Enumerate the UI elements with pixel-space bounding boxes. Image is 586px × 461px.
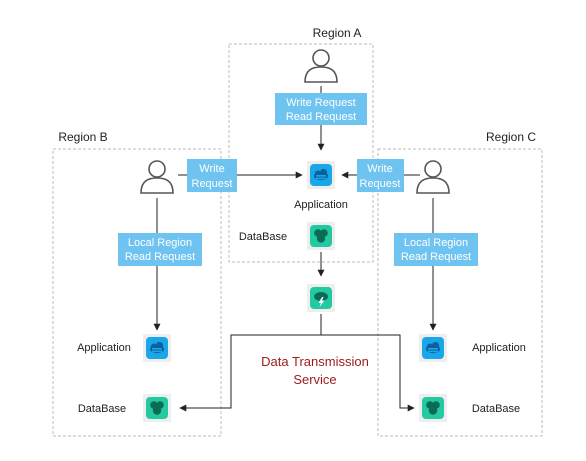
- region-b-application-label: Application: [77, 342, 131, 354]
- region-c-read-line1: Local Region: [404, 237, 468, 249]
- user-icon: [140, 160, 174, 194]
- region-a-label: Region A: [313, 26, 362, 40]
- region-a-database-label: DataBase: [239, 231, 287, 243]
- region-c-write-line2: Request: [360, 178, 401, 190]
- region-b-database-label: DataBase: [78, 403, 126, 415]
- region-b-label: Region B: [58, 130, 107, 144]
- region-c-database-label: DataBase: [472, 403, 520, 415]
- application-icon: [419, 334, 447, 362]
- region-b-read-line1: Local Region: [128, 237, 192, 249]
- arrow-dts-to-db-c: [321, 334, 415, 412]
- dts-label-line2: Service: [293, 372, 336, 387]
- database-icon: [419, 394, 447, 422]
- database-icon: [307, 222, 335, 250]
- region-b-write-line1: Write: [199, 163, 224, 175]
- region-b-read-line2: Read Request: [125, 251, 195, 263]
- dts-icon: [307, 284, 335, 312]
- user-icon: [416, 160, 450, 194]
- region-c-write-request-box: [357, 159, 404, 192]
- region-c-box: [377, 148, 543, 437]
- region-c-read-line2: Read Request: [401, 251, 471, 263]
- region-c-read-request-box: [394, 233, 478, 266]
- region-c-label: Region C: [486, 130, 536, 144]
- application-icon: [307, 161, 335, 189]
- database-icon: [143, 394, 171, 422]
- region-a-request-line2: Read Request: [286, 111, 356, 123]
- application-icon: [143, 334, 171, 362]
- region-a-application-label: Application: [294, 199, 348, 211]
- region-b-box: [52, 148, 222, 437]
- region-b-write-request-box: [187, 159, 237, 192]
- region-a-box: [228, 43, 374, 263]
- region-b-read-request-box: [118, 233, 202, 266]
- region-c-write-line1: Write: [367, 163, 392, 175]
- region-c-application-label: Application: [472, 342, 526, 354]
- region-a-request-line1: Write Request: [286, 97, 356, 109]
- region-b-write-line2: Request: [192, 178, 233, 190]
- arrow-dts-to-db-b: [179, 314, 322, 412]
- region-a-request-box: [275, 93, 367, 125]
- dts-label-line1: Data Transmission: [261, 354, 369, 369]
